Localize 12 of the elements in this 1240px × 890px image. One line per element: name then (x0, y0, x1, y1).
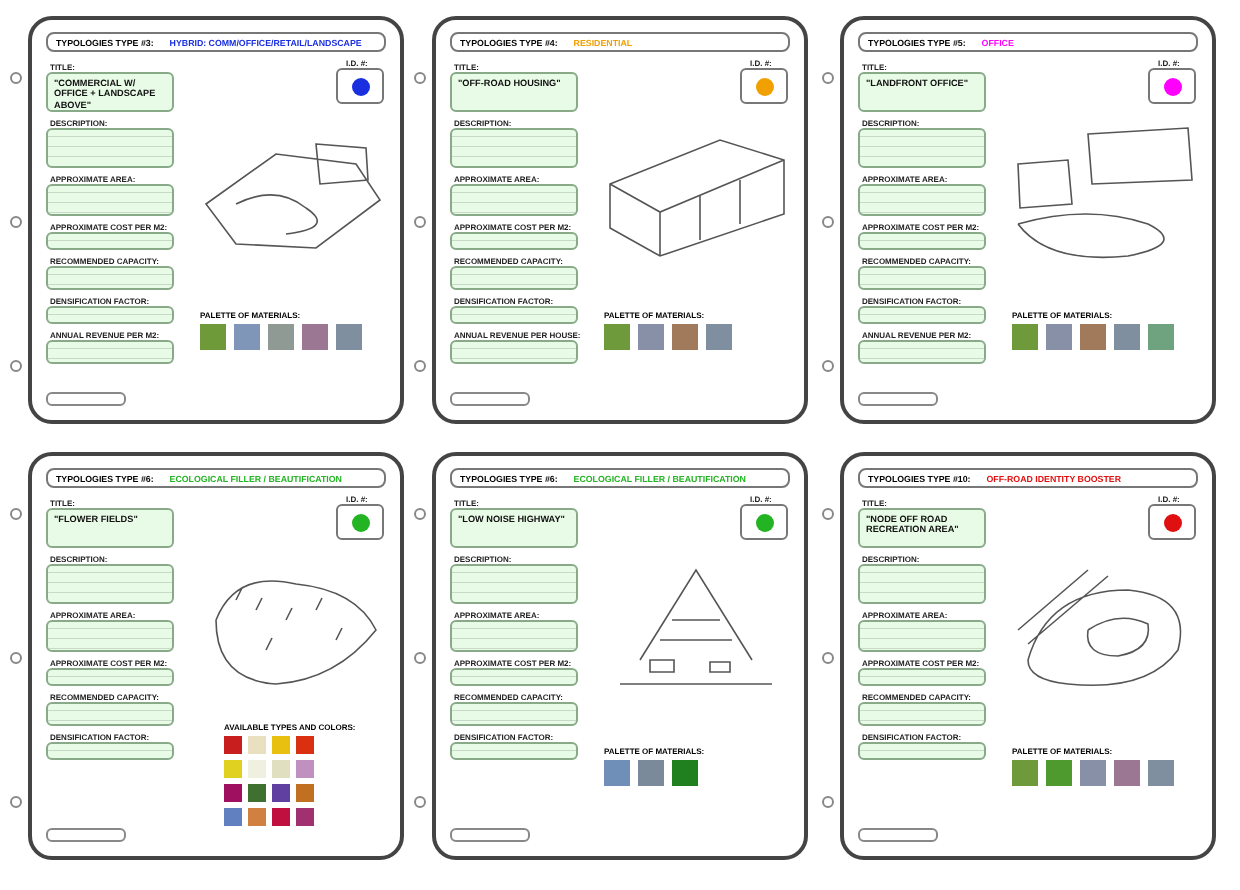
card-frame (432, 16, 808, 424)
header-bar (450, 32, 790, 52)
card-frame (840, 452, 1216, 860)
card-frame (28, 16, 404, 424)
header-bar (46, 468, 386, 488)
header-bar (46, 32, 386, 52)
card-frame (840, 16, 1216, 424)
card-frame (432, 452, 808, 860)
header-bar (858, 468, 1198, 488)
header-bar (450, 468, 790, 488)
card-frame (28, 452, 404, 860)
header-bar (858, 32, 1198, 52)
